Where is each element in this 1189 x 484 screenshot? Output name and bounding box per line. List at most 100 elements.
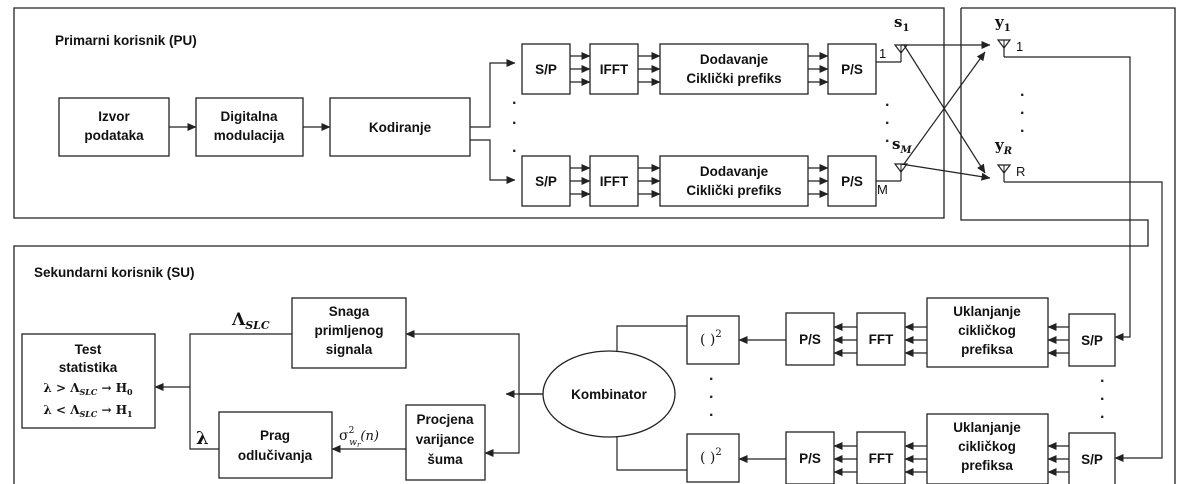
- rx-antenna-icon-r: [997, 164, 1011, 183]
- su-square-bottom: [686, 433, 740, 483]
- svg-text:.: .: [885, 129, 889, 146]
- pu-cp-bottom-label-2: Ciklički prefiks: [686, 183, 781, 198]
- pu-sp-bottom-label: S/P: [535, 174, 557, 189]
- noise-label-3: šuma: [427, 452, 463, 467]
- svg-text:.: .: [709, 403, 713, 420]
- source-label-1: Izvor: [98, 109, 130, 124]
- pu-cp-top-label-2: Ciklički prefiks: [686, 71, 781, 86]
- pu-ifft-bottom-label: IFFT: [600, 174, 629, 189]
- test-label-1: Test: [75, 342, 102, 357]
- rx-label-yr: yR: [994, 136, 1012, 157]
- pu-ps-top: [827, 43, 877, 95]
- su-sp-top-label: S/P: [1081, 333, 1103, 348]
- pu-ifft-top-label: IFFT: [600, 62, 629, 77]
- pu-ps-bottom-label: P/S: [841, 174, 863, 189]
- svg-text:.: .: [885, 93, 889, 110]
- mimo-channel-paths: [900, 41, 991, 181]
- coding-box: [329, 97, 471, 157]
- su-cp-remove-bottom: [926, 413, 1049, 484]
- su-title: Sekundarni korisnik (SU): [34, 265, 195, 280]
- su-cp-remove-bottom-2: cikličkog: [958, 439, 1016, 454]
- pu-ifft-top: [589, 43, 639, 95]
- threshold-box: [218, 411, 333, 479]
- threshold-label-2: odlučivanja: [238, 448, 313, 463]
- su-cp-remove-top-1: Uklanjanje: [953, 304, 1021, 319]
- su-ps-top: [785, 312, 835, 366]
- su-sp-top: [1068, 313, 1116, 367]
- test-rule-1: λ > ΛSLC → H0: [43, 381, 133, 397]
- su-ps-bottom: [785, 431, 835, 484]
- tx-label-s1: s1: [894, 13, 909, 34]
- pu-cp-bottom-label-1: Dodavanje: [700, 164, 769, 179]
- power-label-3: signala: [326, 342, 373, 357]
- su-fft-top-label: FFT: [869, 332, 894, 347]
- su-cp-remove-bottom-3: prefiksa: [961, 458, 1013, 473]
- power-label-2: primljenog: [314, 323, 383, 338]
- svg-text:.: .: [1020, 119, 1024, 136]
- rx-antenna-icon-1: [997, 39, 1011, 58]
- modulation-label-1: Digitalna: [220, 109, 277, 124]
- su-square-top: [686, 315, 740, 365]
- pu-frame: [13, 7, 945, 219]
- modulation-label-2: modulacija: [214, 128, 285, 143]
- tx-antenna-icon-m: [894, 163, 908, 182]
- combiner-label: Kombinator: [571, 387, 647, 402]
- svg-text:.: .: [1020, 101, 1024, 118]
- svg-text:.: .: [1100, 387, 1104, 404]
- lambda-slc-label: ΛSLC: [231, 310, 270, 332]
- su-sp-bottom-label: S/P: [1081, 452, 1103, 467]
- modulation-box: [195, 97, 304, 157]
- pu-ifft-bottom: [589, 155, 639, 207]
- su-sp-bottom: [1068, 432, 1116, 484]
- pu-branch-index-m: M: [877, 182, 888, 197]
- svg-text:.: .: [1020, 83, 1024, 100]
- su-cp-remove-top-3: prefiksa: [961, 342, 1013, 357]
- pu-ps-top-label: P/S: [841, 62, 863, 77]
- coding-label: Kodiranje: [369, 120, 432, 135]
- su-fft-bottom: [856, 431, 906, 484]
- svg-text:.: .: [885, 111, 889, 128]
- su-top-row-arrows: [738, 323, 1069, 357]
- svg-text:.: .: [1100, 405, 1104, 422]
- su-fft-top: [856, 312, 906, 366]
- su-cp-remove-bottom-1: Uklanjanje: [953, 420, 1021, 435]
- svg-text:.: .: [1100, 369, 1104, 386]
- rx-label-y1: y1: [994, 13, 1011, 34]
- svg-text:.: .: [512, 91, 516, 108]
- svg-text:.: .: [709, 367, 713, 384]
- su-cp-remove-top-2: cikličkog: [958, 323, 1016, 338]
- rx-index-r: R: [1016, 164, 1025, 179]
- pu-top-branch-arrows: [570, 52, 829, 86]
- test-rule-2: λ < ΛSLC → H1: [43, 403, 132, 419]
- power-box: [291, 297, 407, 369]
- pu-sp-top-label: S/P: [535, 62, 557, 77]
- pu-cp-top-label-1: Dodavanje: [700, 52, 769, 67]
- test-statistic-box: [21, 333, 156, 429]
- pu-cp-bottom: [659, 155, 809, 207]
- su-cp-remove-top: [926, 297, 1049, 368]
- test-label-2: statistika: [59, 360, 118, 375]
- pu-bottom-branch-arrows: [570, 164, 829, 198]
- threshold-label-1: Prag: [260, 428, 290, 443]
- noise-box: [405, 404, 486, 481]
- svg-text:.: .: [709, 385, 713, 402]
- svg-text:.: .: [512, 139, 516, 156]
- pu-title: Primarni korisnik (PU): [55, 33, 197, 48]
- source-label-2: podataka: [84, 128, 144, 143]
- noise-label-2: varijance: [416, 432, 475, 447]
- svg-text:.: .: [512, 111, 516, 128]
- su-fft-bottom-label: FFT: [869, 451, 894, 466]
- channel-frame: [13, 7, 1176, 484]
- su-bottom-row-arrows: [738, 442, 1069, 476]
- lambda-label: λ: [196, 428, 209, 449]
- tx-label-sm: sM: [892, 135, 912, 156]
- power-label-1: Snaga: [329, 304, 370, 319]
- rx-index-1: 1: [1016, 39, 1023, 54]
- su-square-bottom-label: ( )2: [700, 447, 722, 466]
- pu-sp-bottom: [521, 155, 571, 207]
- source-box: [58, 97, 170, 157]
- pu-branch-index-1: 1: [879, 46, 886, 61]
- noise-label-1: Procjena: [416, 412, 474, 427]
